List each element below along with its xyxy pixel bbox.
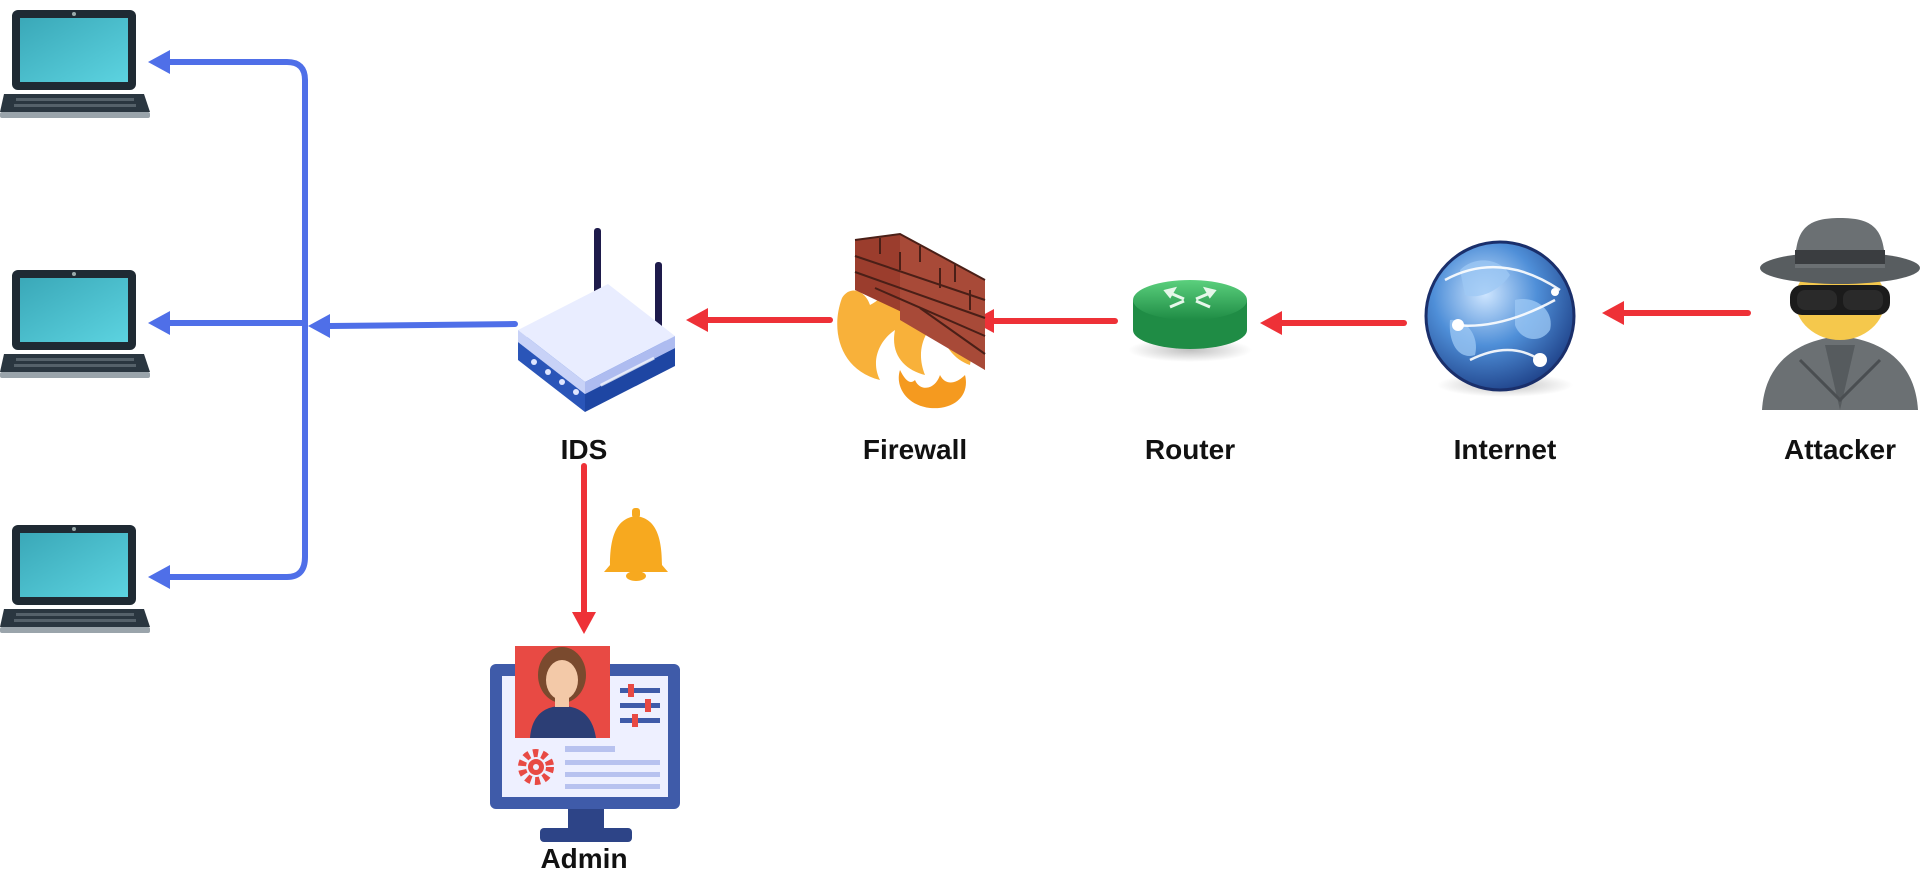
laptop-icon xyxy=(0,270,150,378)
spy-icon xyxy=(1760,218,1920,410)
admin-label: Admin xyxy=(540,843,627,874)
admin-monitor-icon xyxy=(490,646,680,842)
firewall-label: Firewall xyxy=(863,434,967,465)
internal-arrowheads xyxy=(148,50,330,589)
router-label: Router xyxy=(1145,434,1235,465)
wifi-router-icon xyxy=(518,228,675,412)
internal-distribution-arrows xyxy=(162,59,518,580)
attacker-label: Attacker xyxy=(1784,434,1896,465)
firewall-icon xyxy=(837,232,986,409)
laptop-icon xyxy=(0,525,150,633)
attack-arrowheads xyxy=(572,301,1624,634)
ids-label: IDS xyxy=(561,434,608,465)
globe-icon xyxy=(1424,240,1576,397)
router-icon xyxy=(1128,280,1252,362)
internet-label: Internet xyxy=(1454,434,1557,465)
attack-path-arrows xyxy=(581,310,1751,621)
bell-icon xyxy=(604,508,668,581)
laptop-icon xyxy=(0,10,150,118)
